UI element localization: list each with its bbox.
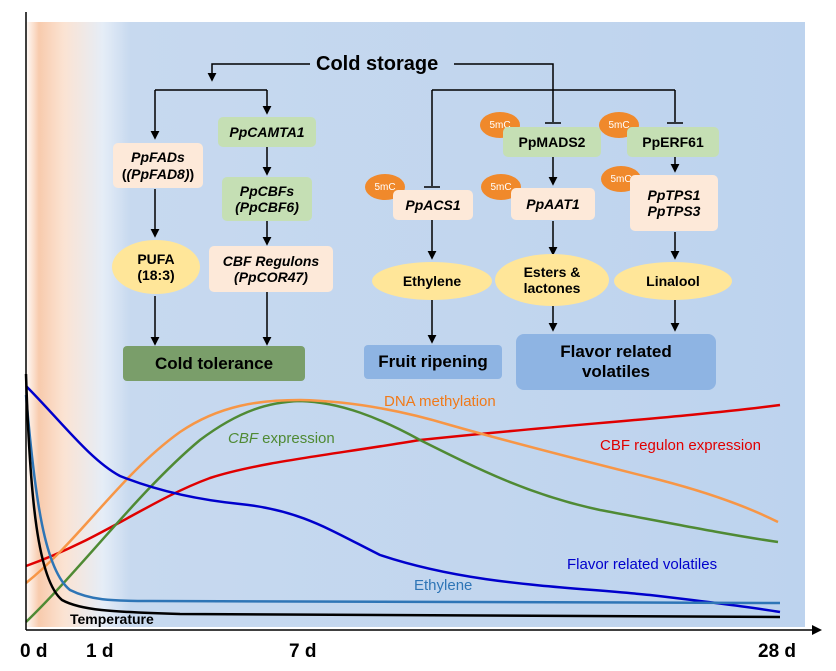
left-branch-line [207,63,310,82]
pptps3-label: PpTPS3 [647,203,701,219]
fruit-ripening-box: Fruit ripening [364,345,502,379]
dna-methylation-label: DNA methylation [384,393,496,410]
ppfads-box: PpFADs ((PpFAD8)) [113,143,203,188]
linalool-ellipse: Linalool [614,262,732,300]
tick-1d: 1 d [86,641,114,662]
pperf61-box: PpERF61 [627,127,719,157]
cold-tolerance-box: Cold tolerance [123,346,305,381]
flavor-volatiles-curve-label: Flavor related volatiles [567,556,718,573]
ethylene-curve [24,394,781,605]
cold-storage-title: Cold storage [316,53,439,75]
dna-methylation-curve [25,398,779,584]
tick-7d: 7 d [289,641,317,662]
pufa-ellipse: PUFA (18:3) [112,240,200,294]
ppcbf6-label: (PpCBF6) [235,199,299,215]
esters-lactones-ellipse: Esters & lactones [495,254,609,306]
temperature-curve-label: Temperature [70,611,154,627]
lactones-label: lactones [523,280,581,296]
cbf-regulons-label: CBF Regulons [222,252,320,269]
ppcbfs-box: PpCBFs (PpCBF6) [222,177,312,221]
pptps1-label: PpTPS1 [647,186,701,203]
flavor-volatiles-box: Flavor related volatiles [516,334,716,390]
flavor-line2: volatiles [581,362,651,381]
pufa-detail: (18:3) [137,267,175,283]
flavor-volatiles-curve [25,385,781,614]
pptps-box: PpTPS1 PpTPS3 [630,175,718,231]
tick-0d: 0 d [20,641,48,662]
ppcamta1-box: PpCAMTA1 [218,117,316,147]
ppfad8-label: ((PpFAD8)) [121,165,195,182]
flavor-line1: Flavor related [560,342,672,362]
ethylene-curve-label: Ethylene [414,577,473,594]
cbf-regulon-curve [25,403,781,568]
right-branch-line [454,63,554,90]
ppcor47-label: (PpCOR47) [234,269,308,285]
cbf-regulon-label: CBF regulon expression [600,437,761,454]
ppcbfs-label: PpCBFs [239,182,295,199]
background-panel [25,22,805,627]
ethylene-ellipse: Ethylene [372,262,492,300]
ppacs1-box: PpACS1 [393,190,473,220]
ppmads2-box: PpMADS2 [503,127,601,157]
ppfads-label: PpFADs [131,149,185,166]
tick-28d: 28 d [758,641,797,662]
temperature-curve [24,373,781,619]
cbf-expression-label: CBF expression [228,430,335,447]
esters-label: Esters & [523,263,581,280]
cbf-expression-curve [25,399,779,623]
cbf-regulons-box: CBF Regulons (PpCOR47) [209,246,333,292]
ppaat1-box: PpAAT1 [511,188,595,220]
pufa-label: PUFA [137,250,175,267]
x-axis-arrowhead [812,625,822,635]
